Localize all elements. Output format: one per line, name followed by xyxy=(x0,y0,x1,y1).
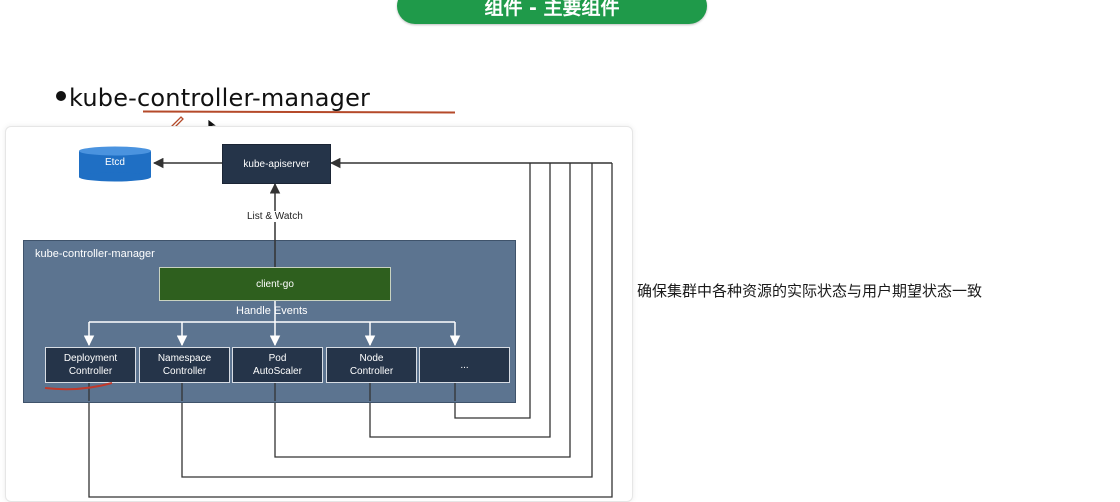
client-go-box: client-go xyxy=(159,267,391,301)
controller-line2: AutoScaler xyxy=(253,366,302,377)
bullet-text: kube-controller-manager xyxy=(69,84,371,112)
kube-controller-manager-label: kube-controller-manager xyxy=(35,248,155,260)
section-title: 组件 - 主要组件 xyxy=(397,0,707,24)
pod-autoscaler-box: Pod AutoScaler xyxy=(232,347,323,383)
controller-line1: Pod xyxy=(268,353,287,364)
controller-line1: Deployment xyxy=(63,353,118,364)
controller-line1: ... xyxy=(460,359,469,371)
controller-line2: Controller xyxy=(349,366,394,377)
controller-line1: Node xyxy=(359,353,384,364)
namespace-controller-box: Namespace Controller xyxy=(139,347,230,383)
controller-line1: Namespace xyxy=(157,353,212,364)
handle-events-label: Handle Events xyxy=(236,305,308,317)
deployment-controller-box: Deployment Controller xyxy=(45,347,136,383)
etcd-database-icon xyxy=(79,146,151,182)
description-text: 确保集群中各种资源的实际状态与用户期望状态一致 xyxy=(637,282,983,300)
node-controller-box: Node Controller xyxy=(326,347,417,383)
controller-line2: Controller xyxy=(68,366,113,377)
bullet-heading: kube-controller-manager xyxy=(56,84,370,112)
kube-apiserver-box: kube-apiserver xyxy=(222,144,331,184)
etcd-label: Etcd xyxy=(104,157,125,168)
controller-line2: Controller xyxy=(162,366,207,377)
more-controllers-box: ... xyxy=(419,347,510,383)
list-watch-label: List & Watch xyxy=(246,211,304,222)
bullet-icon xyxy=(56,91,66,101)
